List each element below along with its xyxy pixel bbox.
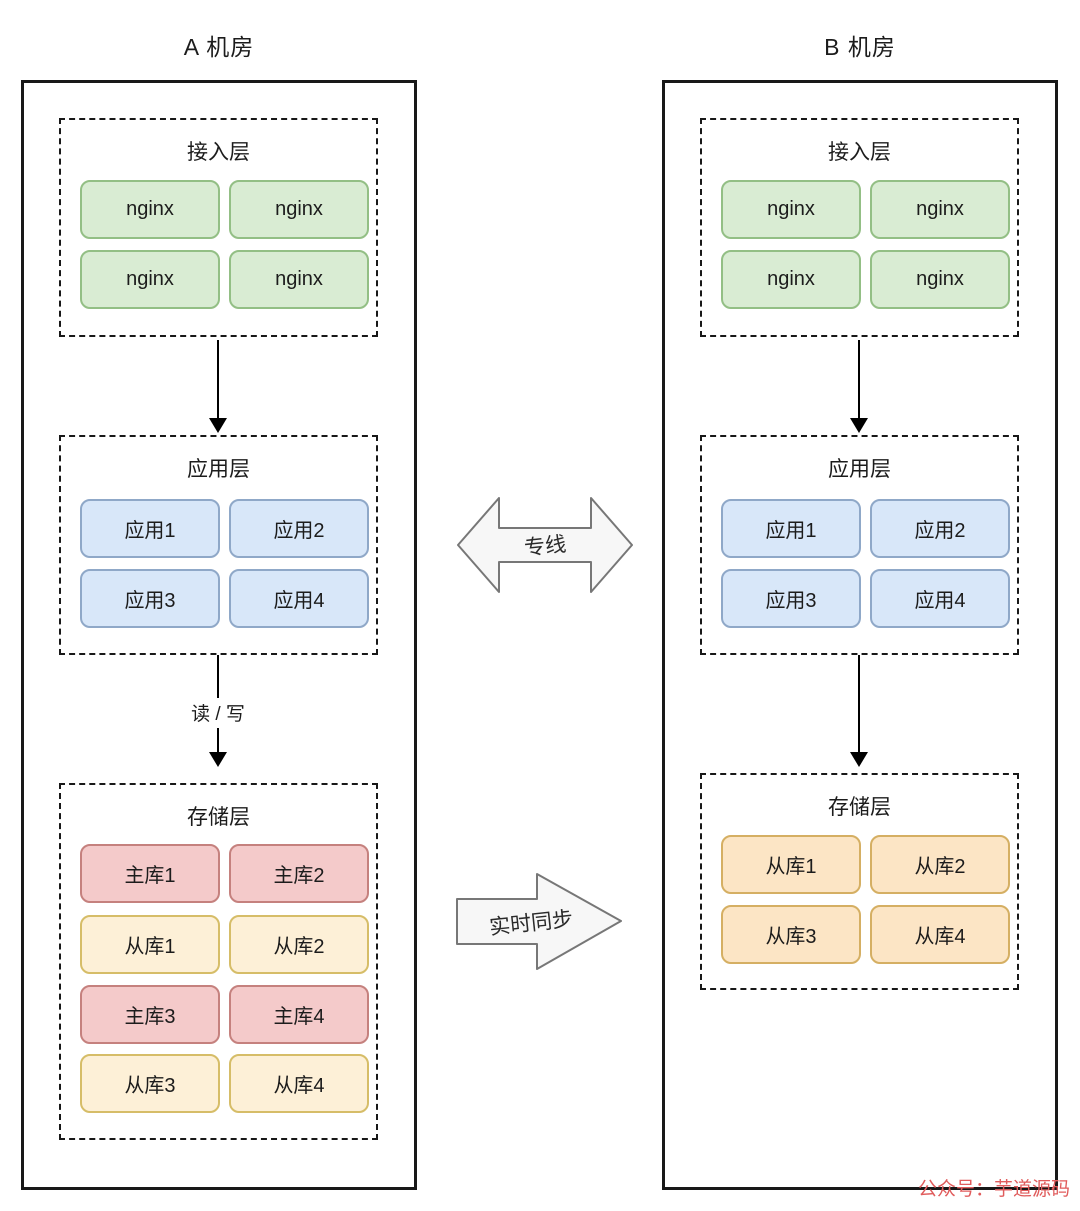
app-node: 应用4 — [870, 569, 1010, 628]
realtime-sync-label: 实时同步 — [488, 907, 575, 939]
app-node: 应用2 — [229, 499, 369, 558]
arrowhead-app-to-storage-b — [850, 752, 868, 767]
arrow-access-to-app-b — [858, 340, 860, 420]
dedicated-line-arrow — [457, 497, 633, 593]
read-write-label: 读 / 写 — [191, 704, 245, 725]
datacenter-b-title: B 机房 — [824, 34, 896, 60]
app-layer-a-title: 应用层 — [187, 458, 250, 481]
watermark: 公众号：芋道源码 — [917, 1179, 1070, 1200]
app-node: 应用2 — [870, 499, 1010, 558]
app-layer-b: 应用层 应用1 应用2 应用3 应用4 — [700, 435, 1019, 655]
master-db-node: 主库2 — [229, 844, 369, 903]
nginx-node: nginx — [80, 250, 220, 309]
storage-layer-a: 存储层 主库1 主库2 从库1 从库2 主库3 主库4 从库3 从库4 — [59, 783, 378, 1140]
nginx-node: nginx — [870, 180, 1010, 239]
app-layer-b-title: 应用层 — [828, 458, 891, 481]
storage-layer-b: 存储层 从库1 从库2 从库3 从库4 — [700, 773, 1019, 990]
slave-db-node: 从库3 — [721, 905, 861, 964]
datacenter-a-title: A 机房 — [183, 34, 255, 60]
arrowhead-app-to-storage-a — [209, 752, 227, 767]
arrow-app-to-storage-b — [858, 655, 860, 753]
app-node: 应用3 — [721, 569, 861, 628]
nginx-node: nginx — [229, 250, 369, 309]
arrow-app-to-storage-a — [217, 655, 219, 698]
dedicated-line-label: 专线 — [523, 532, 568, 561]
slave-db-node: 从库2 — [870, 835, 1010, 894]
arrowhead-access-to-app-a — [209, 418, 227, 433]
access-layer-b: 接入层 nginx nginx nginx nginx — [700, 118, 1019, 337]
nginx-node: nginx — [721, 250, 861, 309]
nginx-node: nginx — [721, 180, 861, 239]
slave-db-node: 从库3 — [80, 1054, 220, 1113]
master-db-node: 主库3 — [80, 985, 220, 1044]
nginx-node: nginx — [80, 180, 220, 239]
app-node: 应用1 — [80, 499, 220, 558]
app-layer-a: 应用层 应用1 应用2 应用3 应用4 — [59, 435, 378, 655]
arrow-access-to-app-a — [217, 340, 219, 420]
slave-db-node: 从库4 — [229, 1054, 369, 1113]
access-layer-a: 接入层 nginx nginx nginx nginx — [59, 118, 378, 337]
slave-db-node: 从库4 — [870, 905, 1010, 964]
access-layer-b-title: 接入层 — [828, 141, 891, 164]
nginx-node: nginx — [229, 180, 369, 239]
app-node: 应用1 — [721, 499, 861, 558]
nginx-node: nginx — [870, 250, 1010, 309]
slave-db-node: 从库1 — [721, 835, 861, 894]
master-db-node: 主库1 — [80, 844, 220, 903]
realtime-sync-arrow — [456, 873, 622, 970]
slave-db-node: 从库1 — [80, 915, 220, 974]
storage-layer-b-title: 存储层 — [828, 796, 891, 819]
slave-db-node: 从库2 — [229, 915, 369, 974]
app-node: 应用4 — [229, 569, 369, 628]
arrowhead-access-to-app-b — [850, 418, 868, 433]
arrow-app-to-storage-a-lower — [217, 728, 219, 753]
access-layer-a-title: 接入层 — [187, 141, 250, 164]
master-db-node: 主库4 — [229, 985, 369, 1044]
storage-layer-a-title: 存储层 — [187, 806, 250, 829]
app-node: 应用3 — [80, 569, 220, 628]
